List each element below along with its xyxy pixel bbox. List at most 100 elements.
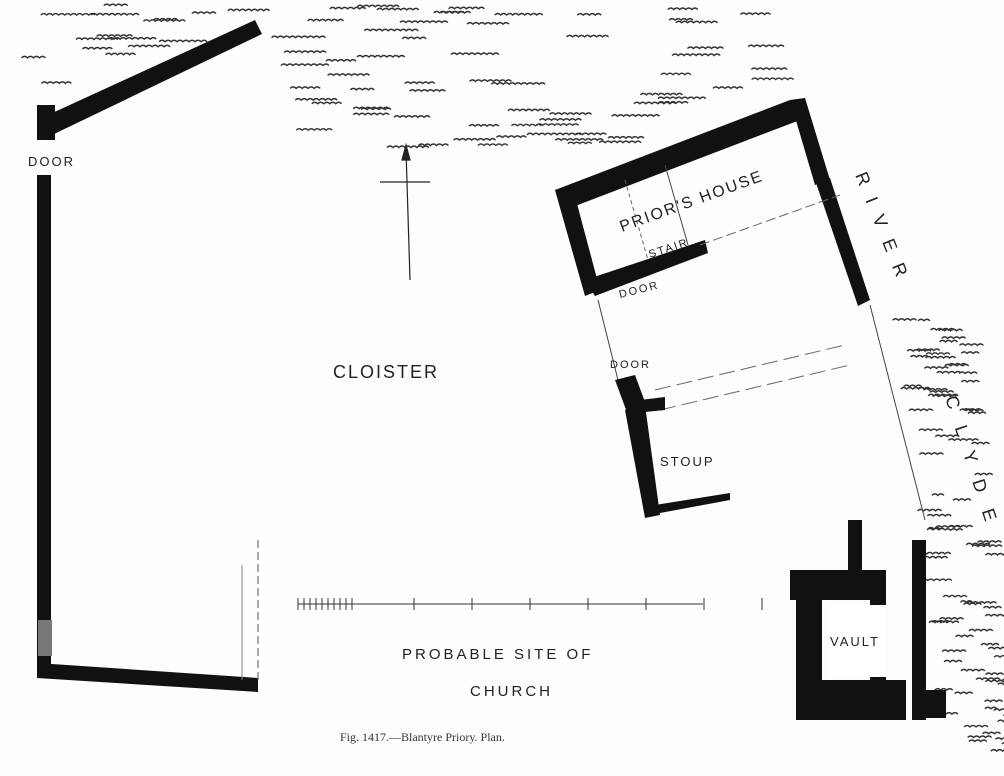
cloister-label: CLOISTER: [333, 362, 439, 382]
hatch-stroke: [938, 328, 964, 332]
door-label: DOOR: [610, 359, 651, 371]
hatch-stroke: [675, 20, 719, 24]
hatch-stroke: [921, 578, 953, 582]
door-label: DOOR: [28, 154, 75, 169]
dashed-line: [659, 364, 851, 411]
hatch-stroke: [954, 634, 974, 638]
hatch-stroke: [96, 34, 134, 38]
hatch-stroke: [538, 118, 582, 122]
hatch-stroke: [954, 691, 974, 695]
wall-line: [597, 299, 619, 381]
hatch-stroke: [987, 646, 1004, 650]
hatch-stroke: [393, 115, 431, 119]
hatch-stroke: [607, 135, 645, 140]
hatch-stroke: [959, 408, 973, 412]
hatch-stroke: [554, 138, 604, 142]
hatch-stroke: [295, 127, 333, 132]
hatch-stroke: [657, 96, 707, 100]
hatch-stroke: [40, 81, 72, 85]
hatch-stroke: [926, 513, 952, 518]
hatch-stroke: [142, 19, 186, 23]
river-label: CLYDE: [941, 393, 1004, 541]
hatch-stroke: [20, 55, 46, 59]
hatch-stroke: [917, 318, 931, 322]
hatch-stroke: [40, 12, 96, 17]
hatch-stroke: [927, 526, 941, 531]
hatch-stroke: [892, 318, 918, 322]
hatch-stroke: [611, 114, 661, 118]
hatch-stroke: [975, 677, 1001, 681]
hatch-stroke: [153, 17, 179, 21]
hatch-stroke: [747, 44, 785, 48]
hatch-stroke: [311, 101, 343, 105]
partition-line: [664, 164, 689, 246]
hatch-stroke: [447, 6, 485, 10]
hatch-stroke: [639, 92, 683, 96]
hatch-stroke: [942, 594, 968, 598]
hatch-stroke: [526, 132, 582, 136]
hatch-stroke: [934, 687, 954, 692]
hatch-stroke: [941, 336, 967, 340]
hatch-stroke: [931, 619, 951, 624]
hatch-stroke: [712, 86, 744, 90]
hatch-stroke: [667, 7, 699, 11]
hatch-stroke: [941, 649, 967, 653]
hatch-stroke: [968, 628, 994, 632]
hatch-stroke: [468, 123, 500, 128]
church-label: CHURCH: [470, 683, 553, 700]
hatch-stroke: [404, 81, 436, 85]
hatch-stroke: [325, 58, 357, 63]
north-arrow-icon: [380, 142, 430, 281]
hatch-stroke: [918, 428, 944, 432]
hatch-stroke: [963, 724, 989, 728]
hatch-stroke: [943, 659, 963, 663]
hatch-stroke: [453, 137, 497, 142]
hatch-stroke: [494, 12, 544, 17]
hatch-stroke: [376, 7, 420, 11]
hatch-stroke: [386, 145, 430, 149]
hatch-stroke: [985, 672, 1004, 676]
hatch-stroke: [440, 10, 472, 14]
hatch-stroke: [598, 140, 642, 144]
vault-label: VAULT: [830, 634, 880, 649]
hatch-stroke: [191, 11, 217, 15]
hatch-stroke: [960, 351, 980, 355]
hatch-stroke: [976, 540, 1002, 544]
hatch-stroke: [920, 551, 952, 555]
hatch-stroke: [923, 366, 949, 370]
hatch-stroke: [349, 87, 375, 91]
hatch-stroke: [971, 544, 1003, 548]
hatch-stroke: [507, 108, 551, 112]
hatch-stroke: [948, 438, 980, 442]
hatch-stroke: [944, 528, 964, 532]
hatch-stroke: [90, 12, 140, 17]
hatch-stroke: [510, 123, 542, 127]
hatch-stroke: [903, 384, 923, 388]
hatch-stroke: [958, 371, 978, 375]
hatch-stroke: [495, 135, 527, 139]
hatch-stroke: [967, 735, 993, 739]
hatch-stroke: [417, 143, 449, 147]
church-label: PROBABLE SITE OF: [402, 646, 593, 663]
hatch-stroke: [965, 542, 991, 546]
hatch-stroke: [908, 408, 934, 412]
hatch-stroke: [929, 390, 955, 394]
hatch-stroke: [575, 132, 607, 136]
hatch-stroke: [934, 434, 960, 438]
hatch-stroke: [227, 8, 271, 12]
wall-line: [869, 304, 926, 521]
hatch-stroke: [158, 39, 208, 43]
scale-bar: [297, 598, 763, 610]
hatch-stroke: [352, 112, 390, 116]
hatch-stroke: [280, 63, 330, 67]
hatch-stroke: [566, 34, 610, 38]
hatch-stroke: [450, 52, 500, 56]
hatch-stroke: [936, 370, 962, 374]
hatch-stroke: [958, 343, 984, 347]
hatch-stroke: [939, 339, 959, 343]
hatch-stroke: [408, 89, 446, 93]
hatch-stroke: [997, 719, 1004, 723]
hatch-stroke: [477, 143, 509, 147]
hatch-stroke: [105, 52, 137, 56]
